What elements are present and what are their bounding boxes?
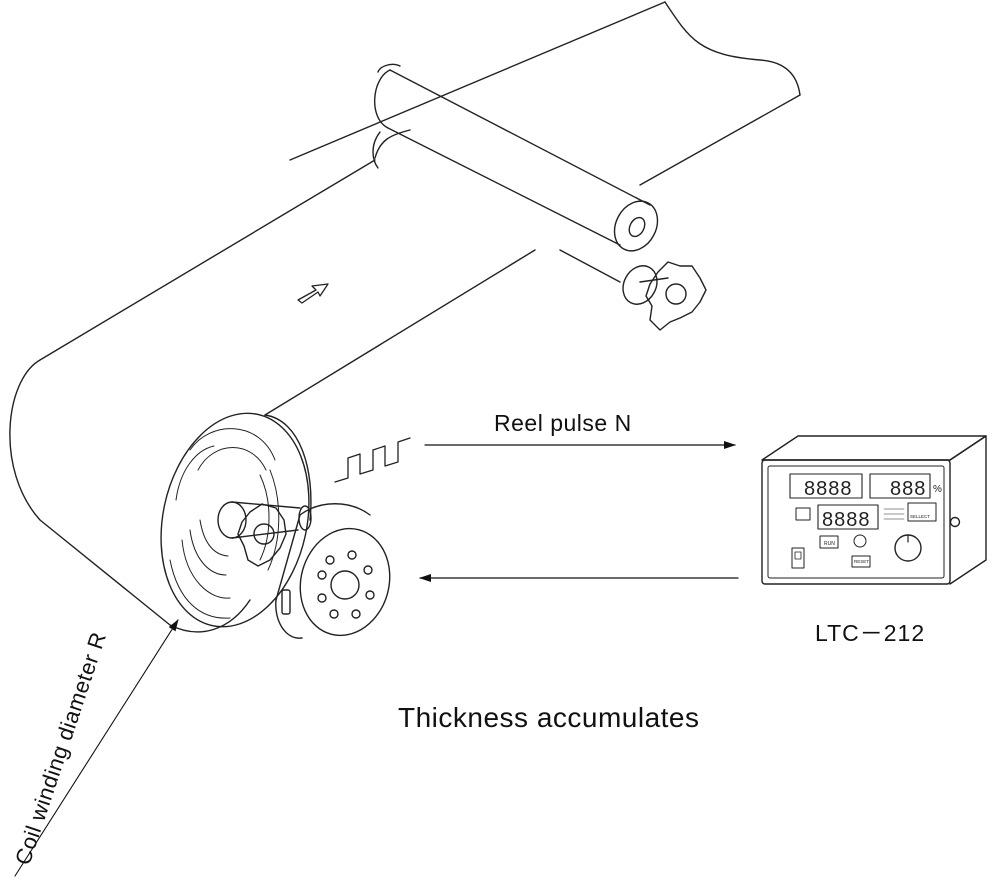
- run-button-box: [819, 535, 839, 549]
- reel-pulse-label: Reel pulse N: [494, 410, 632, 436]
- select-button-box: [907, 502, 937, 522]
- rewind-reel: [160, 412, 312, 633]
- auto-button: [853, 534, 867, 548]
- lower-roller: [372, 131, 707, 331]
- display-middle-digits: 8888: [822, 509, 871, 531]
- reset-button-box: [851, 555, 871, 568]
- display-right-window: [869, 473, 931, 499]
- controller-model-label: LTC－212: [815, 620, 926, 646]
- power-switch: [791, 547, 805, 569]
- display-left-window: [789, 473, 863, 499]
- ltc-controller: [761, 435, 987, 585]
- powder-brake: [275, 503, 391, 639]
- run-button-label: RUN: [824, 541, 835, 547]
- thickness-label: Thickness accumulates: [398, 702, 700, 733]
- pulse-waveform: [334, 437, 411, 483]
- mode-left-button: [795, 507, 811, 521]
- display-middle-window: [817, 504, 879, 530]
- percent-sign: %: [933, 484, 942, 495]
- reset-button-label: RESET: [854, 559, 869, 564]
- upper-roller: [374, 63, 659, 252]
- coil-diameter-leader: [14, 619, 179, 877]
- select-button-label: SELLECT: [910, 514, 930, 519]
- display-right-digits: 888: [890, 478, 926, 500]
- material-web: [9, 1, 801, 626]
- display-left-digits: 8888: [804, 478, 853, 500]
